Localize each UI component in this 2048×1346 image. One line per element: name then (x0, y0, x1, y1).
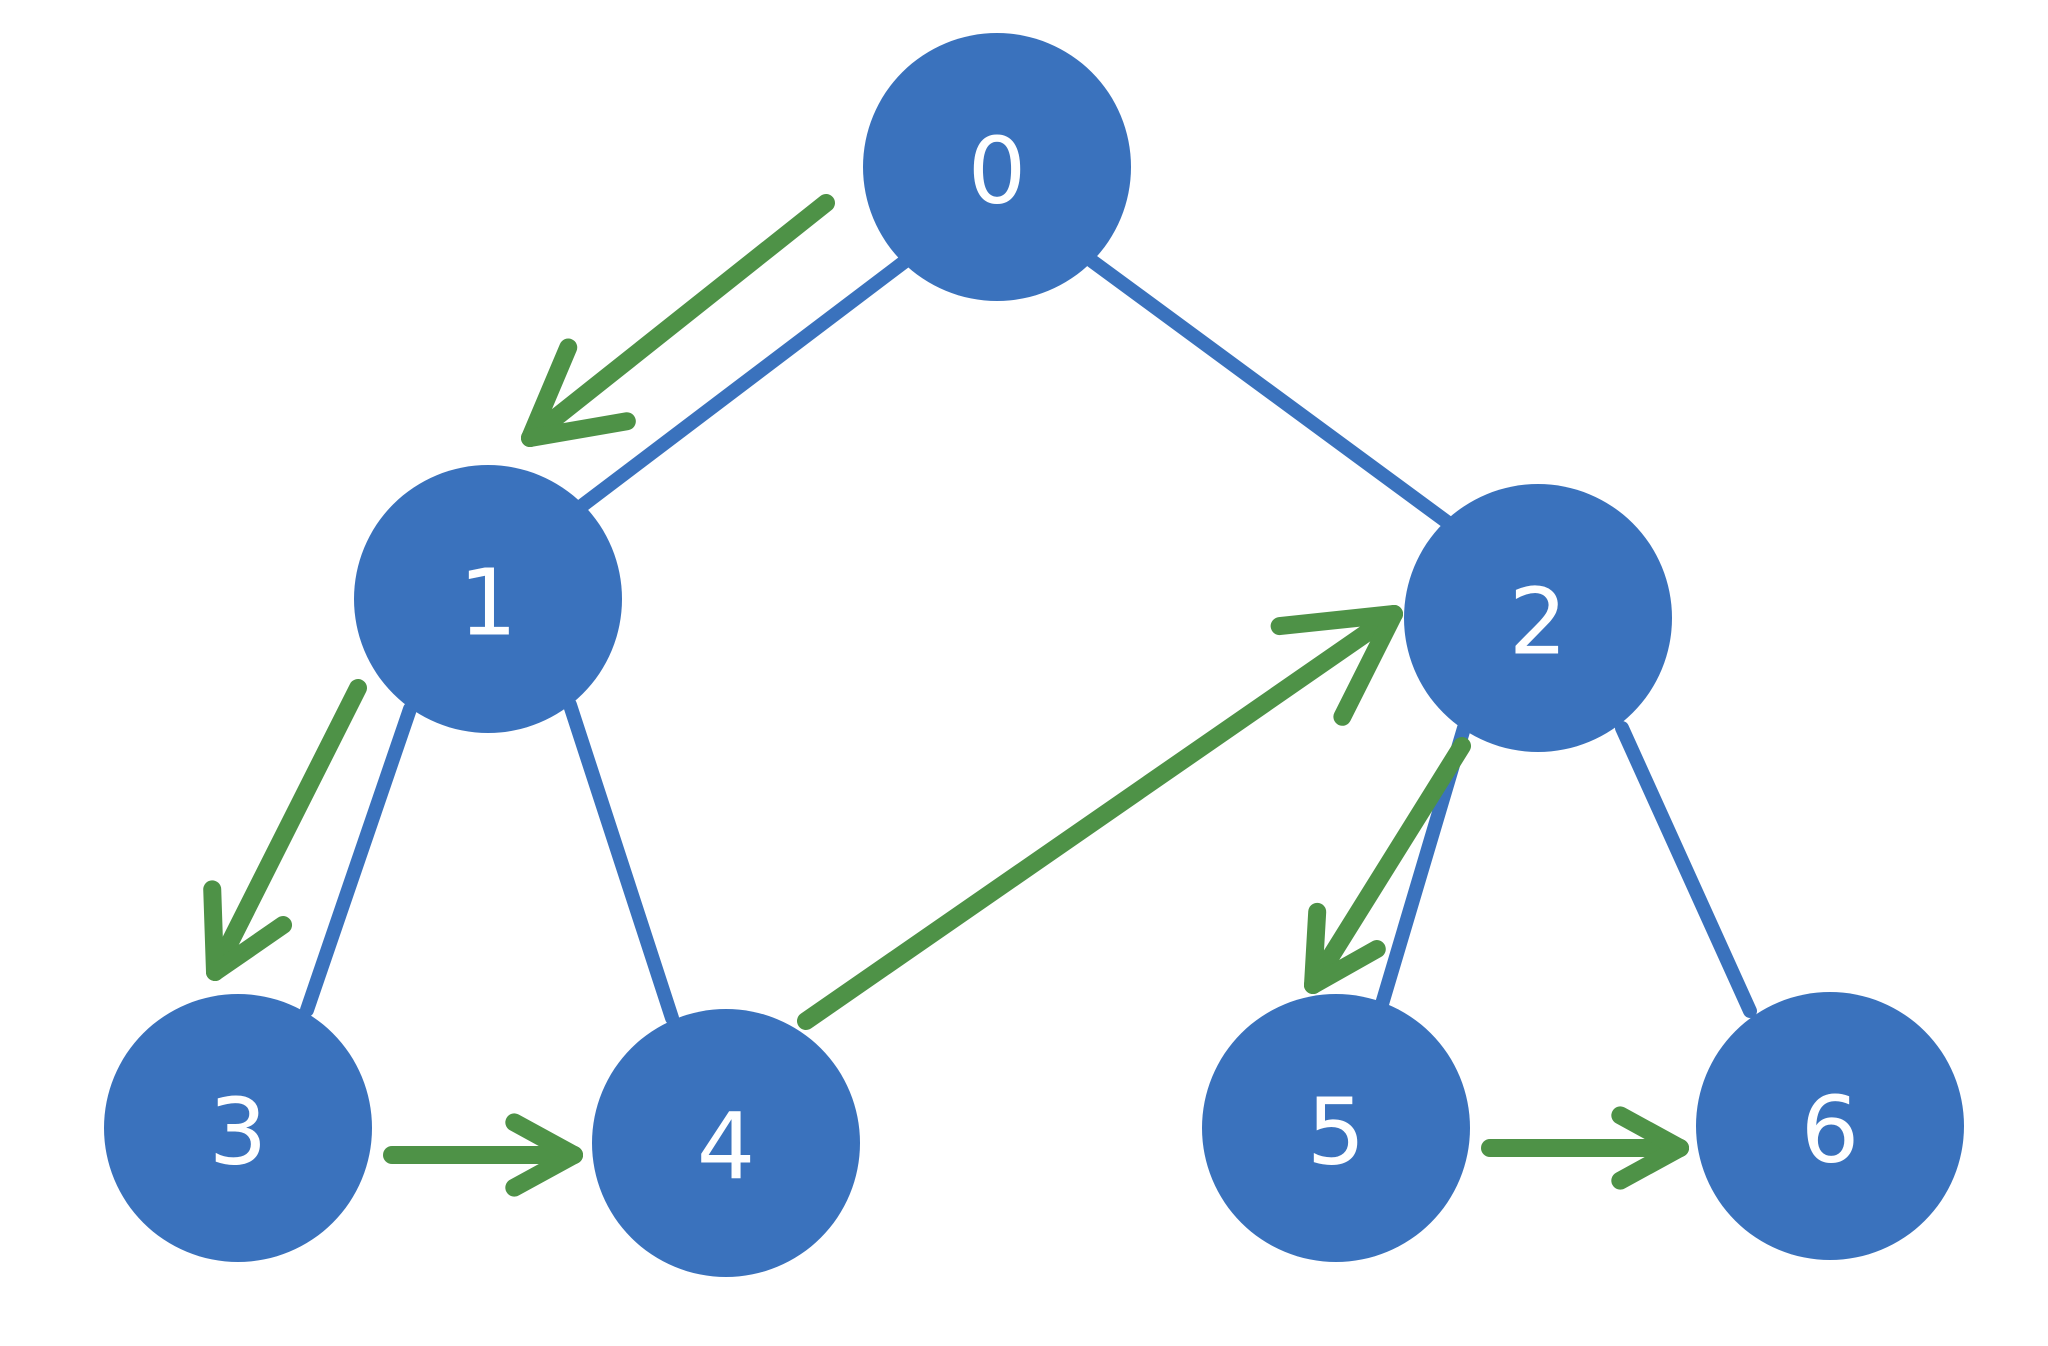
node-circle-6[interactable] (1696, 992, 1964, 1260)
arrow-head-barb-2 (505, 1113, 583, 1164)
arrow-head-barb-2 (521, 412, 636, 447)
arrow-1-to-3 (203, 679, 367, 981)
graph-node-5[interactable]: 5 (1202, 994, 1470, 1262)
node-circle-5[interactable] (1202, 994, 1470, 1262)
node-circle-2[interactable] (1404, 484, 1672, 752)
node-circle-4[interactable] (592, 1009, 860, 1277)
graph-node-1[interactable]: 1 (354, 465, 622, 733)
arrow-head-barb-2 (1270, 605, 1403, 636)
arrow-shaft (206, 679, 367, 981)
arrow-head-barb-2 (1304, 940, 1386, 994)
arrow-head-barb-1 (203, 880, 224, 981)
arrow-shaft (521, 194, 835, 447)
arrow-head-barb-2 (206, 916, 293, 981)
arrow-2-to-5 (1304, 737, 1471, 994)
graph-node-6[interactable]: 6 (1696, 992, 1964, 1260)
graph-node-4[interactable]: 4 (592, 1009, 860, 1277)
arrow-0-to-1 (521, 194, 835, 447)
node-circle-3[interactable] (104, 994, 372, 1262)
tree-edge-0-1 (576, 255, 911, 512)
graph-node-2[interactable]: 2 (1404, 484, 1672, 752)
tree-edge-1-3 (300, 702, 417, 1017)
tree-edge-2-6 (1615, 721, 1757, 1018)
arrow-3-to-4 (383, 1113, 583, 1197)
arrow-4-to-2 (797, 605, 1403, 1030)
arrow-head-barb-1 (1304, 902, 1327, 994)
node-circle-0[interactable] (863, 33, 1131, 301)
arrow-head-barb-1 (1333, 605, 1403, 726)
graph-node-0[interactable]: 0 (863, 33, 1131, 301)
arrow-head-barb-1 (521, 338, 578, 447)
tree-edge-1-4 (563, 698, 679, 1025)
arrow-5-to-6 (1481, 1106, 1689, 1190)
arrow-head-barb-2 (1611, 1106, 1689, 1157)
arrow-head-barb-1 (1611, 1139, 1689, 1190)
arrow-shaft (797, 605, 1403, 1030)
arrow-head-barb-1 (505, 1146, 583, 1197)
tree-edge-0-2 (1085, 254, 1454, 529)
node-circle-1[interactable] (354, 465, 622, 733)
traversal-arrow-layer (203, 194, 1689, 1197)
graph-node-3[interactable]: 3 (104, 994, 372, 1262)
arrow-shaft (1304, 737, 1471, 994)
